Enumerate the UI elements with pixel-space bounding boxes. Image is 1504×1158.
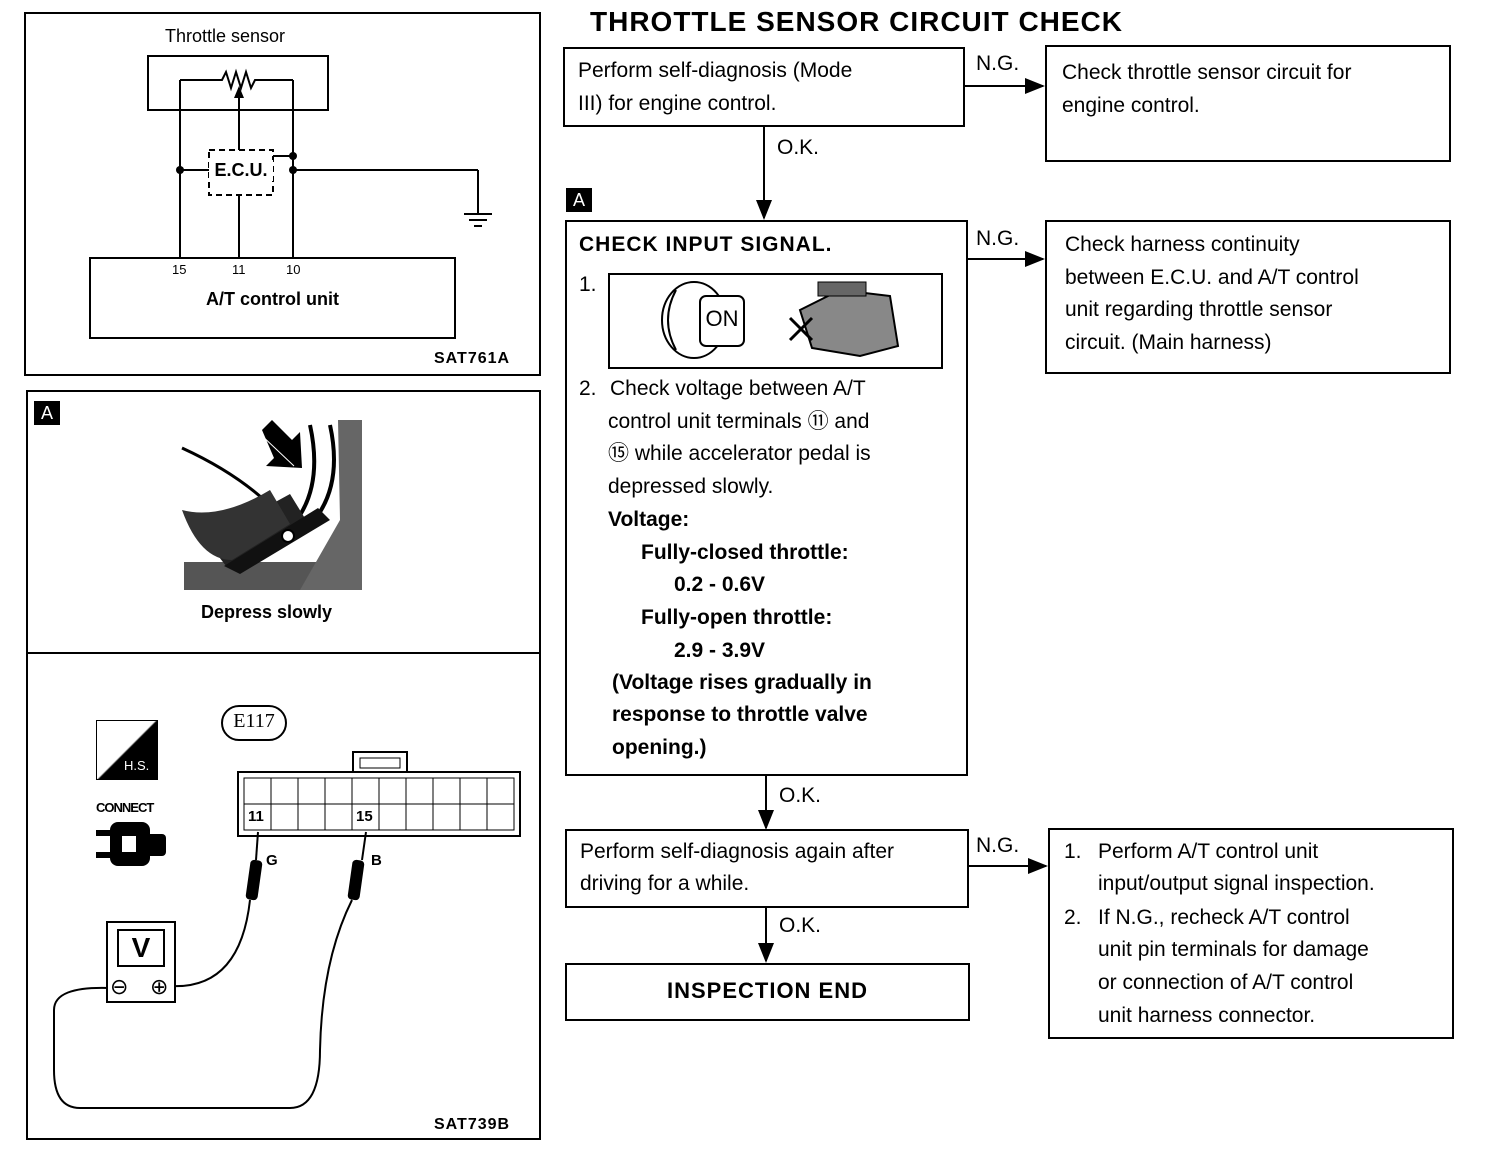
marker-a-flow: A [566,188,592,212]
item-2-line4: depressed slowly. [608,475,774,498]
ng-harness-line4: circuit. (Main harness) [1065,331,1272,354]
item-2-number: 2. [579,377,597,400]
schematic-panel [24,12,541,376]
step-self-diagnosis-line2: III) for engine control. [578,92,777,115]
terminal-15-label: 15 [356,808,373,825]
ecu-label: E.C.U. [209,160,273,181]
ng-harness-line3: unit regarding throttle sensor [1065,298,1333,321]
ng-throttle-circuit-line2: engine control. [1062,94,1200,117]
throttle-sensor-label: Throttle sensor [165,26,286,46]
ng-inspection-num1: 1. [1064,840,1082,863]
inspection-end-box [565,963,970,1021]
ng-harness-continuity-box [1045,220,1451,374]
schematic-ref: SAT761A [434,350,511,367]
ok-label-1: O.K. [777,136,820,159]
ng-label-2: N.G. [976,227,1020,250]
ng-inspection-line2: input/output signal inspection. [1098,872,1375,895]
ok-label-2: O.K. [779,784,822,807]
hs-label: H.S. [124,758,150,773]
ng-inspection-num2: 2. [1064,906,1082,929]
voltmeter-minus: ⊖ [110,974,129,999]
ng-inspection-line5: or connection of A/T control [1098,971,1354,994]
connector-id-label: E117 [233,710,275,732]
connector-id-badge [221,705,287,741]
page-title: THROTTLE SENSOR CIRCUIT CHECK [590,6,1123,37]
pedal-caption: Depress slowly [201,602,333,622]
step-self-diagnosis-line1: Perform self-diagnosis (Mode [578,59,853,82]
ng-throttle-circuit-line1: Check throttle sensor circuit for [1062,61,1352,84]
terminal-11-label: 11 [248,808,264,825]
step-self-diagnosis-box [563,47,965,127]
pin-10-label: 10 [286,262,301,277]
item-2-line1: Check voltage between A/T [610,377,866,400]
ng-harness-line2: between E.C.U. and A/T control [1065,266,1359,289]
connect-label: CONNECT [96,800,154,815]
inspection-end-label: INSPECTION END [666,978,869,1003]
self-diagnosis-again-line2: driving for a while. [580,872,750,895]
ok-label-3: O.K. [779,914,822,937]
check-input-heading: CHECK INPUT SIGNAL. [579,233,833,256]
wire-color-g: G [266,852,278,869]
open-throttle-label: Fully-open throttle: [641,606,833,629]
ng-label-1: N.G. [976,52,1020,75]
item-2-line3: ⑮ while accelerator pedal is [608,442,871,465]
voltage-label: Voltage: [608,508,690,531]
wire-color-b: B [371,852,382,869]
closed-throttle-value: 0.2 - 0.6V [674,573,766,596]
ng-inspection-line4: unit pin terminals for damage [1098,938,1369,961]
voltage-note-line1: (Voltage rises gradually in [612,671,872,694]
ng-inspection-line3: If N.G., recheck A/T control [1098,906,1350,929]
check-input-signal-box [565,220,968,776]
at-control-unit-label: A/T control unit [206,289,339,309]
item-1-number: 1. [579,273,597,296]
ng-signal-inspection-box [1048,828,1454,1039]
ng-throttle-circuit-box [1045,45,1451,162]
open-throttle-value: 2.9 - 3.9V [674,639,766,662]
pin-11-label: 11 [232,262,246,277]
voltmeter-plus: ⊕ [150,974,169,999]
ng-harness-line1: Check harness continuity [1065,233,1300,256]
self-diagnosis-again-box [565,829,969,908]
hs-icon [96,720,158,780]
closed-throttle-label: Fully-closed throttle: [641,541,849,564]
voltage-note-line3: opening.) [612,736,707,759]
illustration-panel [26,390,541,1140]
ng-label-3: N.G. [976,834,1020,857]
ignition-on-label: ON [705,306,739,331]
ignition-illustration-frame [608,273,943,369]
illustration-divider [26,652,541,654]
illustration-ref: SAT739B [434,1116,511,1133]
ng-inspection-line1: Perform A/T control unit [1098,840,1319,863]
pin-15-label: 15 [172,262,187,277]
voltage-note-line2: response to throttle valve [612,703,868,726]
item-2-line2: control unit terminals ⑪ and [608,410,870,433]
self-diagnosis-again-line1: Perform self-diagnosis again after [580,840,894,863]
ng-inspection-line6: unit harness connector. [1098,1004,1316,1027]
voltmeter-label: V [131,932,151,963]
marker-a-illustration: A [34,401,60,425]
